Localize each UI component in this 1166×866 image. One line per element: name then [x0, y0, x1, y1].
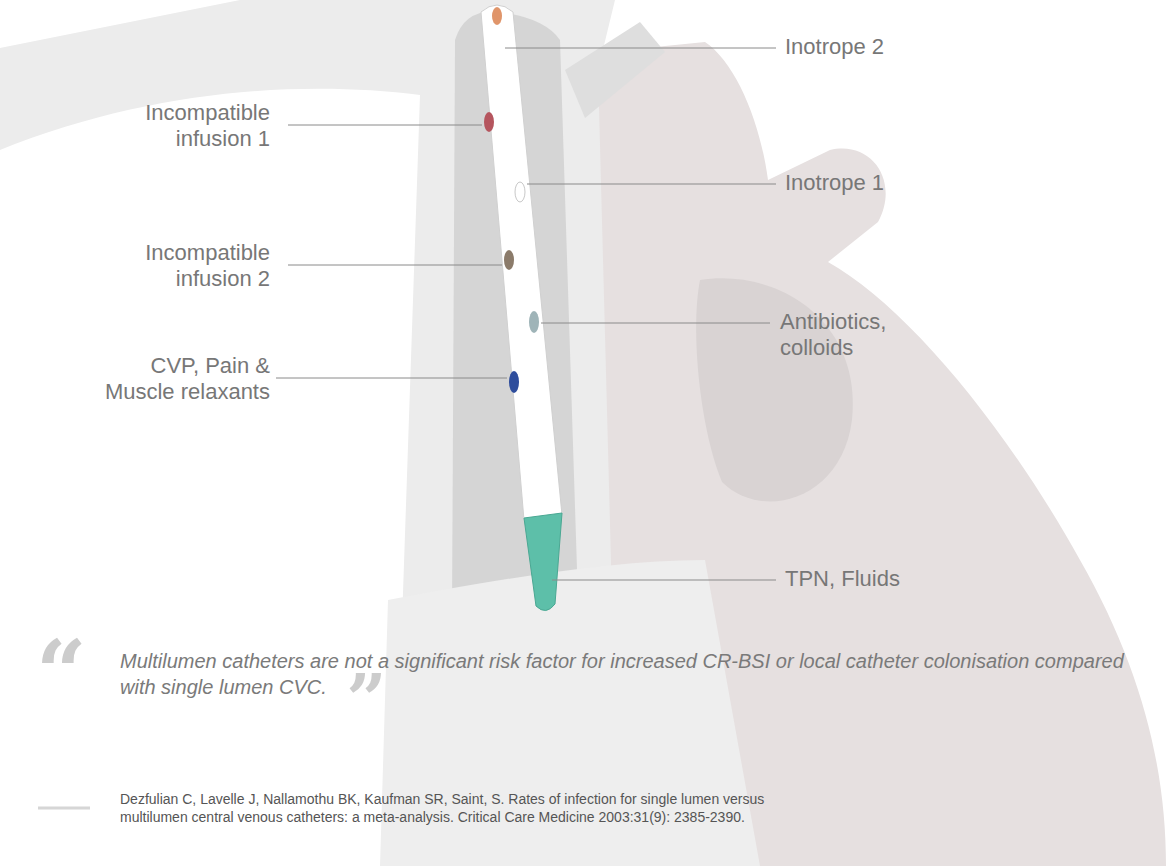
quote-mark: ”: [346, 658, 386, 741]
citation-text: Dezfulian C, Lavelle J, Nallamothu BK, K…: [120, 790, 780, 826]
port-incompatible-2: [504, 250, 514, 270]
leader-line: [288, 265, 502, 266]
port-antibiotics: [529, 311, 539, 333]
leader-line: [505, 48, 776, 49]
port-incompatible-1: [484, 112, 494, 132]
vein-branch: [565, 22, 665, 118]
port-label: Inotrope 1: [785, 170, 884, 196]
port-label: Incompatible infusion 2: [80, 240, 270, 292]
leader-line: [541, 323, 770, 324]
catheter-body: [481, 5, 562, 520]
port-label: Inotrope 2: [785, 34, 884, 60]
vein-wall: [0, 0, 615, 622]
port-inotrope-2: [492, 7, 502, 25]
port-label: Antibiotics, colloids: [780, 309, 930, 361]
leader-line: [552, 580, 776, 581]
port-label: TPN, Fluids: [785, 566, 900, 592]
port-label: Incompatible infusion 1: [80, 100, 270, 152]
quote-text: Multilumen catheters are not a significa…: [120, 648, 1130, 713]
leader-line: [288, 125, 482, 126]
port-inotrope-1: [515, 182, 525, 202]
port-label: CVP, Pain & Muscle relaxants: [80, 353, 270, 405]
quote-mark: “: [36, 628, 87, 716]
leader-line: [527, 184, 776, 185]
citation-dash: [38, 807, 90, 810]
port-cvp: [509, 371, 519, 393]
catheter-tip: [524, 513, 562, 611]
leader-line: [276, 378, 507, 379]
